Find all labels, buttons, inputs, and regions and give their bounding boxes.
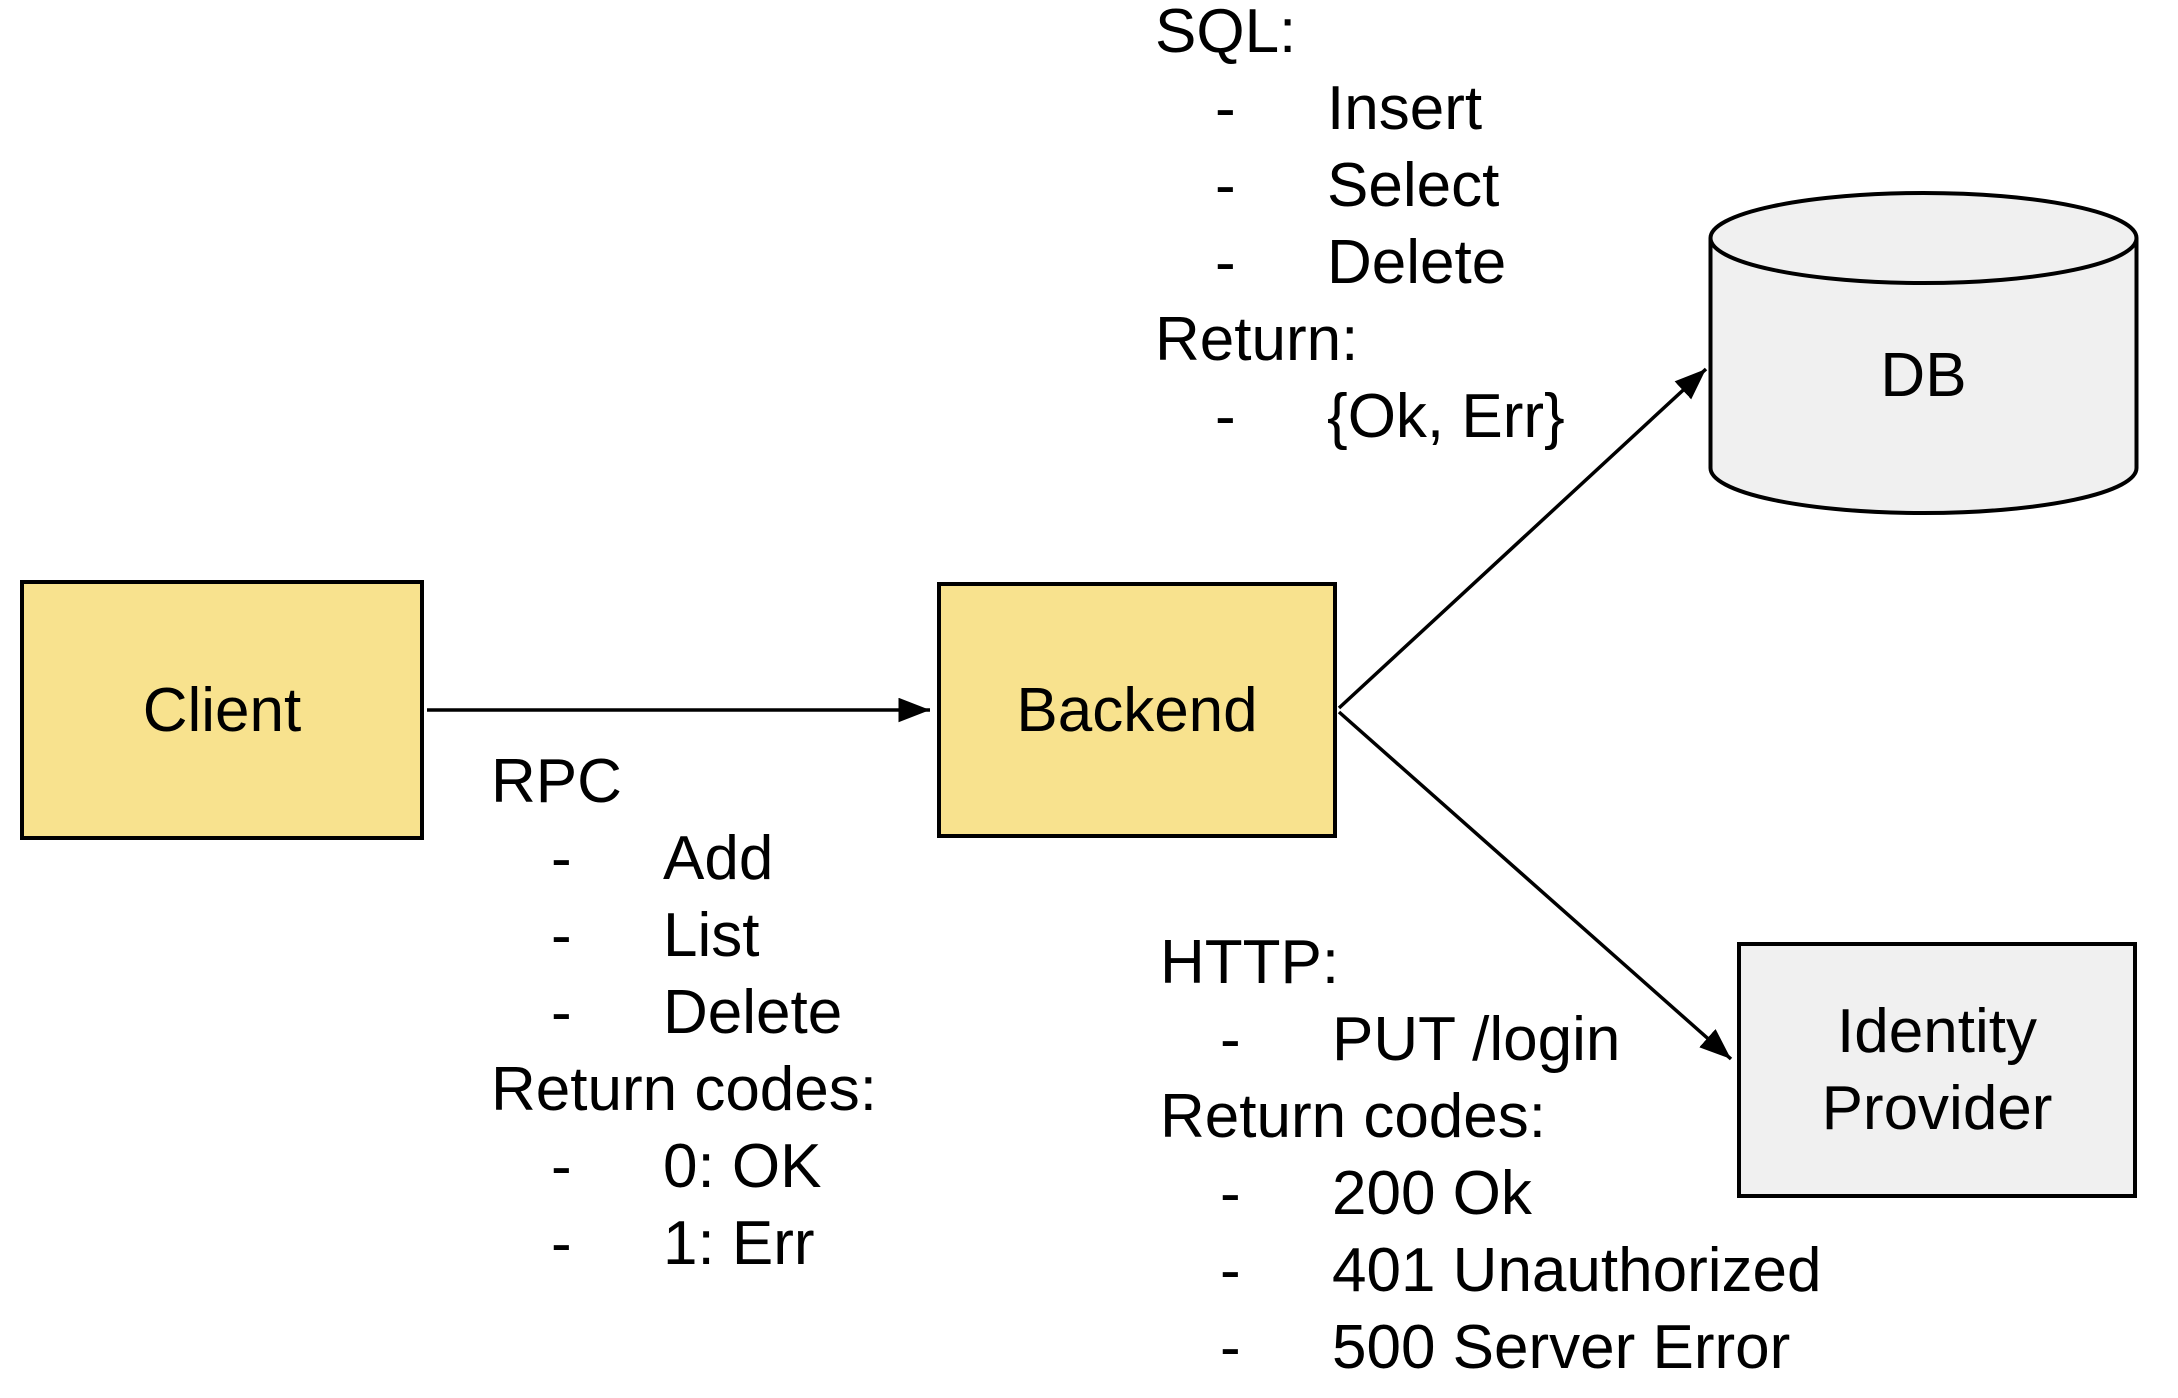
- arrow-backend-to-idp: [1337, 710, 1733, 1061]
- bullet-dash: -: [1220, 1159, 1241, 1228]
- annotation-line: - Add: [491, 820, 877, 897]
- annotation-line: - Delete: [491, 974, 877, 1051]
- bullet-dash: -: [1215, 382, 1236, 451]
- bullet-dash: -: [551, 1209, 572, 1278]
- node-db-label: DB: [1880, 340, 1967, 410]
- node-identity-provider-label-line2: Provider: [1821, 1074, 2053, 1143]
- annotation-line: - Delete: [1155, 224, 1565, 301]
- annotation-line: Return codes:: [491, 1051, 877, 1128]
- annotation-line: - 0: OK: [491, 1128, 877, 1205]
- annotation-heading: Return codes:: [491, 1055, 877, 1124]
- bullet-text: 200 Ok: [1332, 1159, 1532, 1228]
- bullet-text: {Ok, Err}: [1327, 382, 1565, 451]
- db-cylinder: [1708, 191, 2139, 515]
- annotation-line: - Insert: [1155, 70, 1565, 147]
- bullet-dash: -: [551, 1132, 572, 1201]
- bullet-text: List: [663, 901, 760, 970]
- annotation-line: - 200 Ok: [1160, 1155, 1821, 1232]
- node-client: Client: [20, 580, 424, 840]
- bullet-dash: -: [1220, 1005, 1241, 1074]
- annotation-line: SQL:: [1155, 0, 1565, 70]
- bullet-dash: -: [1215, 228, 1236, 297]
- bullet-dash: -: [551, 901, 572, 970]
- annotation-line: - List: [491, 897, 877, 974]
- bullet-text: Add: [663, 824, 774, 893]
- node-identity-provider-label-line1: Identity: [1837, 997, 2037, 1066]
- bullet-dash: -: [551, 978, 572, 1047]
- annotation-http: HTTP: - PUT /login Return codes: - 200 O…: [1160, 924, 1821, 1386]
- node-backend: Backend: [937, 582, 1337, 838]
- annotation-line: Return codes:: [1160, 1078, 1821, 1155]
- node-backend-label: Backend: [1016, 675, 1258, 745]
- annotation-rpc: RPC - Add - List - Delete Return codes: …: [491, 743, 877, 1282]
- db-cylinder-body: [1708, 238, 2139, 515]
- annotation-line: - 1: Err: [491, 1205, 877, 1282]
- bullet-text: Delete: [663, 978, 843, 1047]
- annotation-heading: Return codes:: [1160, 1082, 1546, 1151]
- bullet-dash: -: [551, 824, 572, 893]
- annotation-line: - Select: [1155, 147, 1565, 224]
- annotation-line: - 500 Server Error: [1160, 1309, 1821, 1386]
- annotation-heading: RPC: [491, 747, 622, 816]
- bullet-text: Select: [1327, 151, 1500, 220]
- annotation-line: RPC: [491, 743, 877, 820]
- annotation-line: - PUT /login: [1160, 1001, 1821, 1078]
- bullet-text: 401 Unauthorized: [1332, 1236, 1822, 1305]
- annotation-sql: SQL: - Insert - Select - Delete Return: …: [1155, 0, 1565, 455]
- node-identity-provider: Identity Provider: [1737, 942, 2137, 1198]
- bullet-dash: -: [1220, 1236, 1241, 1305]
- bullet-dash: -: [1220, 1313, 1241, 1382]
- annotation-line: - {Ok, Err}: [1155, 378, 1565, 455]
- node-identity-provider-label: Identity Provider: [1822, 993, 2053, 1147]
- annotation-heading: SQL:: [1155, 0, 1297, 66]
- annotation-heading: HTTP:: [1160, 928, 1340, 997]
- bullet-text: PUT /login: [1332, 1005, 1621, 1074]
- bullet-text: Delete: [1327, 228, 1507, 297]
- annotation-line: HTTP:: [1160, 924, 1821, 1001]
- bullet-dash: -: [1215, 151, 1236, 220]
- db-cylinder-top: [1708, 191, 2139, 285]
- annotation-heading: Return:: [1155, 305, 1359, 374]
- annotation-line: Return:: [1155, 301, 1565, 378]
- bullet-text: 0: OK: [663, 1132, 822, 1201]
- bullet-text: 1: Err: [663, 1209, 815, 1278]
- bullet-dash: -: [1215, 74, 1236, 143]
- node-client-label: Client: [142, 675, 302, 745]
- bullet-text: Insert: [1327, 74, 1483, 143]
- annotation-line: - 401 Unauthorized: [1160, 1232, 1821, 1309]
- arrow-backend-to-db: [1337, 367, 1708, 710]
- bullet-text: 500 Server Error: [1332, 1313, 1791, 1382]
